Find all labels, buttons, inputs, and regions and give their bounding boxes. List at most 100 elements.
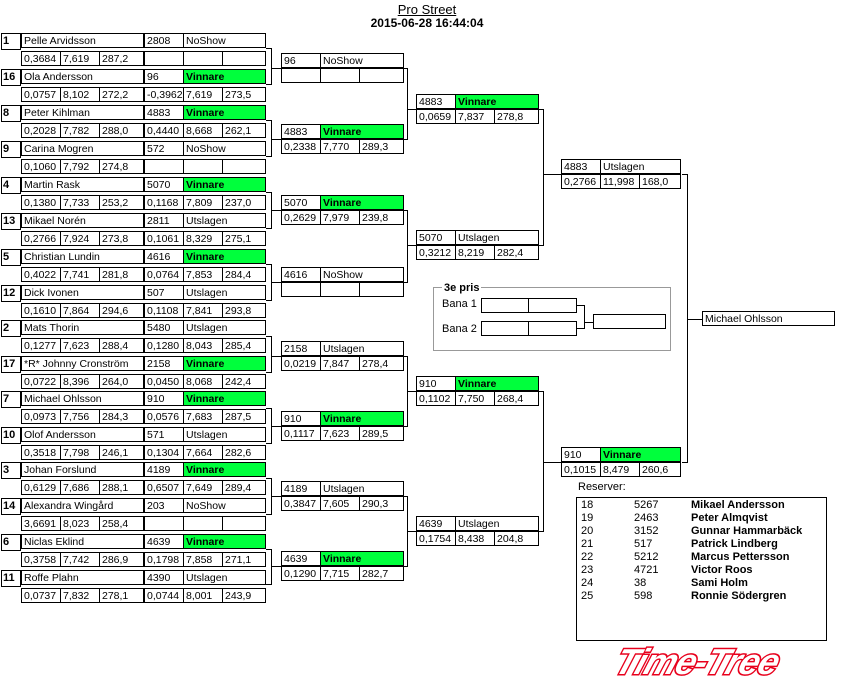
reserve-seed: 25 bbox=[581, 590, 594, 602]
qual-et: 7,924 bbox=[60, 231, 100, 246]
car-number: 2808 bbox=[144, 33, 184, 48]
connector bbox=[402, 426, 408, 427]
qual-speed: 294,6 bbox=[99, 303, 144, 318]
seed-number: 8 bbox=[1, 105, 21, 122]
qual-reaction: 0,2766 bbox=[21, 231, 61, 246]
race-speed: 260,6 bbox=[639, 462, 681, 477]
car-number: 507 bbox=[144, 285, 184, 300]
connector bbox=[543, 391, 544, 532]
connector bbox=[266, 443, 272, 444]
race-speed: 204,8 bbox=[494, 531, 539, 546]
car-number: 2158 bbox=[144, 356, 184, 371]
car-number: 4883 bbox=[561, 159, 601, 174]
race-et: 7,809 bbox=[183, 195, 223, 210]
race-et: 8,068 bbox=[183, 374, 223, 389]
connector bbox=[538, 109, 544, 110]
connector bbox=[402, 68, 408, 69]
race-reaction: 0,0219 bbox=[281, 356, 321, 371]
qual-speed: 288,4 bbox=[99, 338, 144, 353]
connector bbox=[538, 245, 544, 246]
connector bbox=[271, 68, 281, 69]
connector bbox=[271, 356, 281, 357]
driver-name: Peter Kihlman bbox=[21, 105, 144, 120]
logo-outline: Time-Tree bbox=[610, 642, 785, 682]
connector bbox=[402, 566, 408, 567]
car-number: 4639 bbox=[416, 516, 456, 531]
race-et bbox=[183, 51, 223, 66]
race-et bbox=[320, 282, 360, 297]
connector bbox=[407, 391, 416, 392]
qual-speed: 278,1 bbox=[99, 588, 144, 603]
race-et: 7,664 bbox=[183, 445, 223, 460]
qual-reaction: 0,2028 bbox=[21, 123, 61, 138]
race-reaction: 0,1290 bbox=[281, 566, 321, 581]
race-speed: 278,8 bbox=[494, 109, 539, 124]
driver-name: Martin Rask bbox=[21, 177, 144, 192]
time-tree-logo: Time-Tree Time-Tree bbox=[609, 642, 787, 682]
qual-et: 8,023 bbox=[60, 516, 100, 531]
race-result: NoShow bbox=[183, 498, 266, 513]
race-et: 8,219 bbox=[455, 245, 495, 260]
connector bbox=[402, 282, 408, 283]
seed-number: 12 bbox=[1, 285, 21, 302]
lane-1-number bbox=[481, 298, 529, 313]
connector bbox=[584, 305, 585, 329]
reserve-number: 598 bbox=[634, 590, 653, 602]
qual-speed: 253,2 bbox=[99, 195, 144, 210]
race-speed: 275,1 bbox=[222, 231, 266, 246]
race-speed: 242,4 bbox=[222, 374, 266, 389]
driver-name: Christian Lundin bbox=[21, 249, 144, 264]
qual-speed: 284,3 bbox=[99, 409, 144, 424]
race-reaction: 0,0744 bbox=[144, 588, 184, 603]
race-speed: 285,4 bbox=[222, 338, 266, 353]
car-number: 4189 bbox=[144, 462, 184, 477]
race-reaction: 0,1061 bbox=[144, 231, 184, 246]
driver-name: Niclas Eklind bbox=[21, 534, 144, 549]
race-reaction: 0,3847 bbox=[281, 496, 321, 511]
connector bbox=[402, 210, 408, 211]
race-speed: 243,9 bbox=[222, 588, 266, 603]
driver-name: Carina Mogren bbox=[21, 141, 144, 156]
car-number: 571 bbox=[144, 427, 184, 442]
reserve-number: 517 bbox=[634, 538, 653, 550]
race-result: Vinnare bbox=[183, 249, 266, 264]
race-et: 7,979 bbox=[320, 210, 360, 225]
race-reaction: 0,1280 bbox=[144, 338, 184, 353]
qual-et: 7,782 bbox=[60, 123, 100, 138]
connector bbox=[538, 391, 544, 392]
connector bbox=[266, 120, 272, 121]
qual-et: 8,102 bbox=[60, 87, 100, 102]
logo-text: Time-Tree bbox=[610, 642, 785, 682]
race-result: Vinnare bbox=[183, 462, 266, 477]
car-number: 910 bbox=[281, 411, 321, 426]
race-speed: 278,4 bbox=[359, 356, 404, 371]
driver-name: Mikael Norén bbox=[21, 213, 144, 228]
race-result: Utslagen bbox=[455, 230, 539, 245]
race-result: Utslagen bbox=[183, 570, 266, 585]
lane-2-label: Bana 2 bbox=[442, 323, 477, 335]
connector bbox=[266, 264, 272, 265]
race-speed: 287,5 bbox=[222, 409, 266, 424]
race-result: Utslagen bbox=[183, 213, 266, 228]
race-reaction: 0,6507 bbox=[144, 480, 184, 495]
car-number: 4390 bbox=[144, 570, 184, 585]
qual-reaction: 0,0722 bbox=[21, 374, 61, 389]
seed-number: 1 bbox=[1, 33, 21, 50]
driver-name: Michael Ohlsson bbox=[21, 391, 144, 406]
race-et: 8,668 bbox=[183, 123, 223, 138]
third-place-title: 3e pris bbox=[442, 282, 482, 294]
race-et: 7,683 bbox=[183, 409, 223, 424]
race-result: Vinnare bbox=[455, 376, 539, 391]
seed-number: 5 bbox=[1, 249, 21, 266]
connector bbox=[271, 120, 272, 157]
car-number: 910 bbox=[416, 376, 456, 391]
lane-2-result bbox=[528, 321, 577, 336]
race-reaction: 0,2766 bbox=[561, 174, 601, 189]
race-et bbox=[320, 68, 360, 83]
car-number: 4189 bbox=[281, 481, 321, 496]
race-et: 8,479 bbox=[600, 462, 640, 477]
reserve-number: 2463 bbox=[634, 512, 659, 524]
race-speed bbox=[222, 51, 266, 66]
race-speed: 282,7 bbox=[359, 566, 404, 581]
car-number: 4639 bbox=[144, 534, 184, 549]
